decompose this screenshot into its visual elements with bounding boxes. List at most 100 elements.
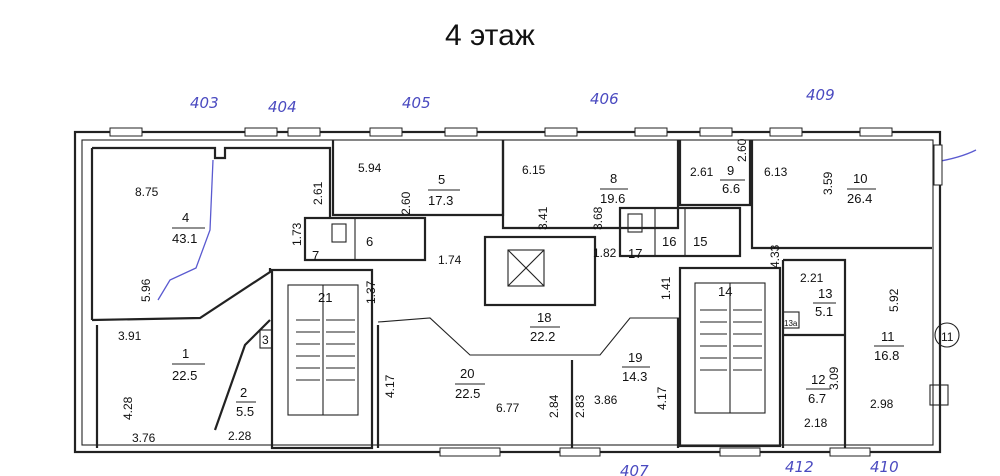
svg-text:8.75: 8.75 [135, 185, 159, 199]
svg-text:3.68: 3.68 [591, 206, 605, 230]
svg-text:1.74: 1.74 [438, 253, 462, 267]
room-20: 20 22.5 [455, 366, 485, 401]
handwritten-412: 412 [785, 458, 814, 476]
svg-text:2.60: 2.60 [735, 138, 749, 162]
svg-text:4.28: 4.28 [121, 396, 135, 420]
dimension-labels: 8.75 5.94 2.61 2.60 6.15 3.41 3.68 2.61 … [118, 138, 901, 445]
svg-text:6.15: 6.15 [522, 163, 546, 177]
plan-title: 4 этаж [445, 19, 535, 52]
svg-text:2: 2 [240, 385, 247, 400]
svg-text:4: 4 [182, 210, 189, 225]
svg-text:4.17: 4.17 [655, 386, 669, 410]
svg-text:2.18: 2.18 [804, 416, 828, 430]
svg-text:5.96: 5.96 [139, 278, 153, 302]
svg-text:17.3: 17.3 [428, 193, 453, 208]
svg-text:6.6: 6.6 [722, 181, 740, 196]
svg-text:2.28: 2.28 [228, 429, 252, 443]
handwritten-405: 405 [402, 94, 431, 112]
svg-text:1.82: 1.82 [593, 246, 617, 260]
svg-text:16.8: 16.8 [874, 348, 899, 363]
svg-text:20: 20 [460, 366, 474, 381]
svg-text:13: 13 [818, 286, 832, 301]
svg-text:9: 9 [727, 163, 734, 178]
svg-text:3.91: 3.91 [118, 329, 142, 343]
room-18: 18 22.2 [530, 310, 560, 344]
svg-text:2.84: 2.84 [547, 394, 561, 418]
svg-text:1.73: 1.73 [290, 222, 304, 246]
svg-text:3.41: 3.41 [536, 206, 550, 230]
svg-text:6.7: 6.7 [808, 391, 826, 406]
svg-text:3.09: 3.09 [827, 366, 841, 390]
svg-text:22.5: 22.5 [455, 386, 480, 401]
svg-text:8: 8 [610, 171, 617, 186]
svg-text:22.5: 22.5 [172, 368, 197, 383]
room-3: 3 [262, 333, 269, 347]
handwritten-404: 404 [268, 98, 297, 116]
svg-text:2.61: 2.61 [690, 165, 714, 179]
room-15: 15 [693, 234, 707, 249]
svg-text:1: 1 [182, 346, 189, 361]
room-13a: 13а [784, 319, 798, 328]
svg-text:5: 5 [438, 172, 445, 187]
room-9: 9 6.6 [720, 163, 745, 196]
interior-walls [90, 140, 960, 450]
svg-text:6.13: 6.13 [764, 165, 788, 179]
svg-text:4.33: 4.33 [768, 244, 782, 268]
svg-text:10: 10 [853, 171, 867, 186]
svg-text:2.21: 2.21 [800, 271, 824, 285]
room-2: 2 5.5 [236, 385, 256, 419]
svg-text:5.94: 5.94 [358, 161, 382, 175]
svg-text:4.17: 4.17 [383, 374, 397, 398]
entry-marker: 11 [941, 330, 954, 344]
room-1: 1 22.5 [172, 346, 205, 383]
handwritten-406: 406 [590, 90, 619, 108]
windows-top [109, 127, 893, 137]
room-7: 7 [312, 248, 319, 263]
handwritten-407: 407 [620, 462, 649, 476]
room-5: 5 17.3 [428, 172, 460, 208]
room-8: 8 19.6 [600, 171, 628, 206]
room-16: 16 [662, 234, 676, 249]
svg-text:1.37: 1.37 [364, 280, 378, 304]
room-12: 12 6.7 [806, 372, 830, 406]
svg-text:12: 12 [811, 372, 825, 387]
svg-text:6.77: 6.77 [496, 401, 520, 415]
svg-text:18: 18 [537, 310, 551, 325]
svg-text:2.98: 2.98 [870, 397, 894, 411]
room-17: 17 [628, 246, 642, 261]
room-13: 13 5.1 [813, 286, 836, 319]
handwritten-stroke [157, 159, 214, 301]
room-11: 11 16.8 [874, 329, 904, 363]
room-10: 10 26.4 [847, 171, 876, 206]
svg-text:22.2: 22.2 [530, 329, 555, 344]
svg-text:1.41: 1.41 [659, 276, 673, 300]
svg-text:3.86: 3.86 [594, 393, 618, 407]
room-6: 6 [366, 234, 373, 249]
svg-text:2.83: 2.83 [573, 394, 587, 418]
svg-text:19: 19 [628, 350, 642, 365]
handwritten-403: 403 [190, 94, 219, 112]
svg-text:19.6: 19.6 [600, 191, 625, 206]
svg-text:2.60: 2.60 [399, 191, 413, 215]
room-21: 21 [318, 290, 332, 305]
windows-bottom [439, 447, 871, 457]
room-14: 14 [718, 284, 732, 299]
svg-text:26.4: 26.4 [847, 191, 872, 206]
svg-text:43.1: 43.1 [172, 231, 197, 246]
window-right [933, 144, 943, 186]
svg-text:11: 11 [881, 329, 895, 344]
svg-text:3.59: 3.59 [821, 171, 835, 195]
inner-outline [81, 139, 934, 446]
svg-text:3.76: 3.76 [132, 431, 156, 445]
svg-text:14.3: 14.3 [622, 369, 647, 384]
svg-text:5.5: 5.5 [236, 404, 254, 419]
svg-text:5.1: 5.1 [815, 304, 833, 319]
room-19: 19 14.3 [622, 350, 650, 384]
handwritten-409: 409 [806, 86, 835, 104]
svg-text:5.92: 5.92 [887, 288, 901, 312]
outer-wall [73, 130, 942, 454]
svg-text:2.61: 2.61 [311, 181, 325, 205]
room-4: 4 43.1 [172, 210, 205, 246]
handwritten-410: 410 [870, 458, 899, 476]
